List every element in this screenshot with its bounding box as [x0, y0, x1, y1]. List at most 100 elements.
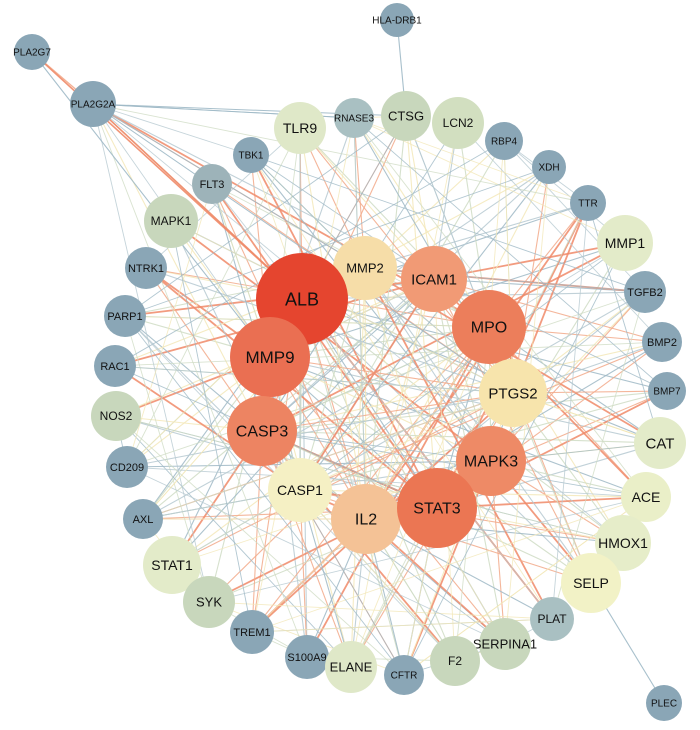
node-ntrk1: NTRK1 — [125, 247, 167, 289]
node-label: ALB — [285, 289, 319, 309]
node-mmp2: MMP2 — [333, 236, 397, 300]
edge-SYK-PLAT — [208, 601, 553, 620]
node-label: BMP7 — [653, 387, 681, 398]
node-ctsg: CTSG — [381, 91, 431, 141]
edge-SERPINA1-CD209 — [126, 466, 506, 645]
edge-CASP1-RBP4 — [299, 140, 505, 491]
edge-CASP3-BMP7 — [261, 390, 668, 432]
edge-STAT3-TBK1 — [250, 154, 438, 509]
node-icam1: ICAM1 — [401, 246, 467, 312]
node-label: CAT — [646, 435, 675, 452]
node-circle-pla2g2a — [70, 81, 116, 127]
edge-TBK1-ICAM1 — [250, 154, 435, 280]
edge-PTGS2-CASP3 — [261, 392, 514, 432]
node-label: HMOX1 — [598, 535, 648, 551]
edge-CASP1-BMP2 — [299, 341, 663, 491]
node-circle-mapk1 — [144, 194, 198, 248]
node-label: CTSG — [388, 109, 424, 124]
node-circle-cftr — [384, 655, 424, 695]
node-cd209: CD209 — [106, 446, 148, 488]
edge-CASP3-CAT — [261, 430, 661, 444]
node-plat: PLAT — [530, 597, 574, 641]
edge-PTGS2-SELP — [512, 392, 592, 584]
node-label: FLT3 — [200, 179, 225, 191]
node-circle-pla2g7 — [14, 34, 50, 70]
edge-PLA2G2A-ALB — [92, 103, 303, 300]
edge-CASP3-PLA2G2A — [92, 103, 263, 432]
node-circle-rnase3 — [334, 98, 374, 138]
node-label: XDH — [538, 163, 559, 174]
node-label: PARP1 — [107, 311, 142, 323]
edge-PLA2G2A-PTGS2 — [92, 103, 514, 394]
node-label: S100A9 — [287, 652, 326, 664]
node-casp3: CASP3 — [227, 396, 297, 466]
node-circle-casp3 — [227, 396, 297, 466]
node-label: HLA-DRB1 — [372, 16, 422, 27]
node-circle-serpina1 — [479, 618, 531, 670]
node-label: IL2 — [355, 512, 377, 529]
edge-MMP2-ELANE — [350, 267, 366, 668]
edge-STAT3-CTSG — [405, 115, 438, 509]
node-label: TBK1 — [238, 151, 263, 162]
node-ptgs2: PTGS2 — [479, 359, 547, 427]
node-hla-drb1: HLA-DRB1 — [372, 3, 422, 37]
edge-PARP1-XDH — [124, 166, 550, 317]
node-label: PLAT — [537, 612, 567, 626]
edge-PLAT-FLT3 — [211, 183, 553, 620]
edge-ACE-SYK — [208, 496, 647, 603]
node-pla2g2a: PLA2G2A — [70, 81, 116, 127]
edge-RAC1-BMP2 — [114, 341, 663, 367]
node-label: CD209 — [110, 462, 144, 474]
edge-MMP1-CASP1 — [299, 242, 626, 491]
node-label: F2 — [448, 654, 462, 668]
node-mmp9: MMP9 — [230, 317, 310, 397]
node-ttr: TTR — [570, 185, 606, 221]
node-circle-plat — [530, 597, 574, 641]
node-mpo: MPO — [452, 290, 526, 364]
edge-PTGS2-CASP1 — [299, 392, 514, 491]
node-label: MMP1 — [605, 235, 646, 251]
node-label: RNASE3 — [334, 114, 374, 125]
edge-LCN2-BMP2 — [457, 122, 663, 343]
edge-IL2-RNASE3 — [353, 117, 367, 520]
node-xdh: XDH — [532, 150, 566, 184]
edge-PTGS2-CD209 — [126, 392, 514, 468]
node-circle-cat — [634, 417, 686, 469]
edge-ICAM1-STAT1 — [171, 278, 435, 566]
edge-CASP3-ACE — [261, 430, 647, 498]
node-circle-rbp4 — [485, 122, 523, 160]
node-label: TGFB2 — [627, 287, 662, 299]
edge-ALB-F2 — [301, 298, 456, 662]
node-circle-ace — [621, 472, 671, 522]
node-circle-hla-drb1 — [380, 3, 414, 37]
edge-F2-CASP1 — [299, 489, 456, 662]
node-syk: SYK — [183, 576, 235, 628]
edge-ALB-SERPINA1 — [301, 298, 506, 645]
node-circle-nos2 — [91, 391, 141, 441]
node-stat3: STAT3 — [397, 468, 477, 548]
edge-MAPK3-MAPK1 — [170, 220, 492, 462]
edge-LCN2-ELANE — [350, 122, 459, 668]
node-bmp2: BMP2 — [642, 322, 682, 362]
node-circle-plec — [646, 685, 682, 721]
edge-CASP3-XDH — [261, 166, 550, 432]
node-label: MAPK1 — [151, 214, 192, 228]
node-label: SELP — [573, 575, 609, 591]
node-pla2g7: PLA2G7 — [13, 34, 51, 70]
node-parp1: PARP1 — [104, 295, 146, 337]
node-circle-stat3 — [397, 468, 477, 548]
node-mapk1: MAPK1 — [144, 194, 198, 248]
node-circle-cd209 — [106, 446, 148, 488]
node-axl: AXL — [123, 499, 163, 539]
node-circle-elane — [325, 641, 377, 693]
node-circle-rac1 — [94, 345, 136, 387]
edge-PTGS2-RAC1 — [114, 365, 514, 394]
node-circle-mapk3 — [456, 426, 526, 496]
node-circle-tlr9 — [274, 102, 326, 154]
node-flt3: FLT3 — [192, 164, 232, 204]
node-label: ICAM1 — [411, 271, 457, 288]
node-mmp1: MMP1 — [597, 215, 653, 271]
edge-TLR9-CD209 — [126, 127, 301, 468]
